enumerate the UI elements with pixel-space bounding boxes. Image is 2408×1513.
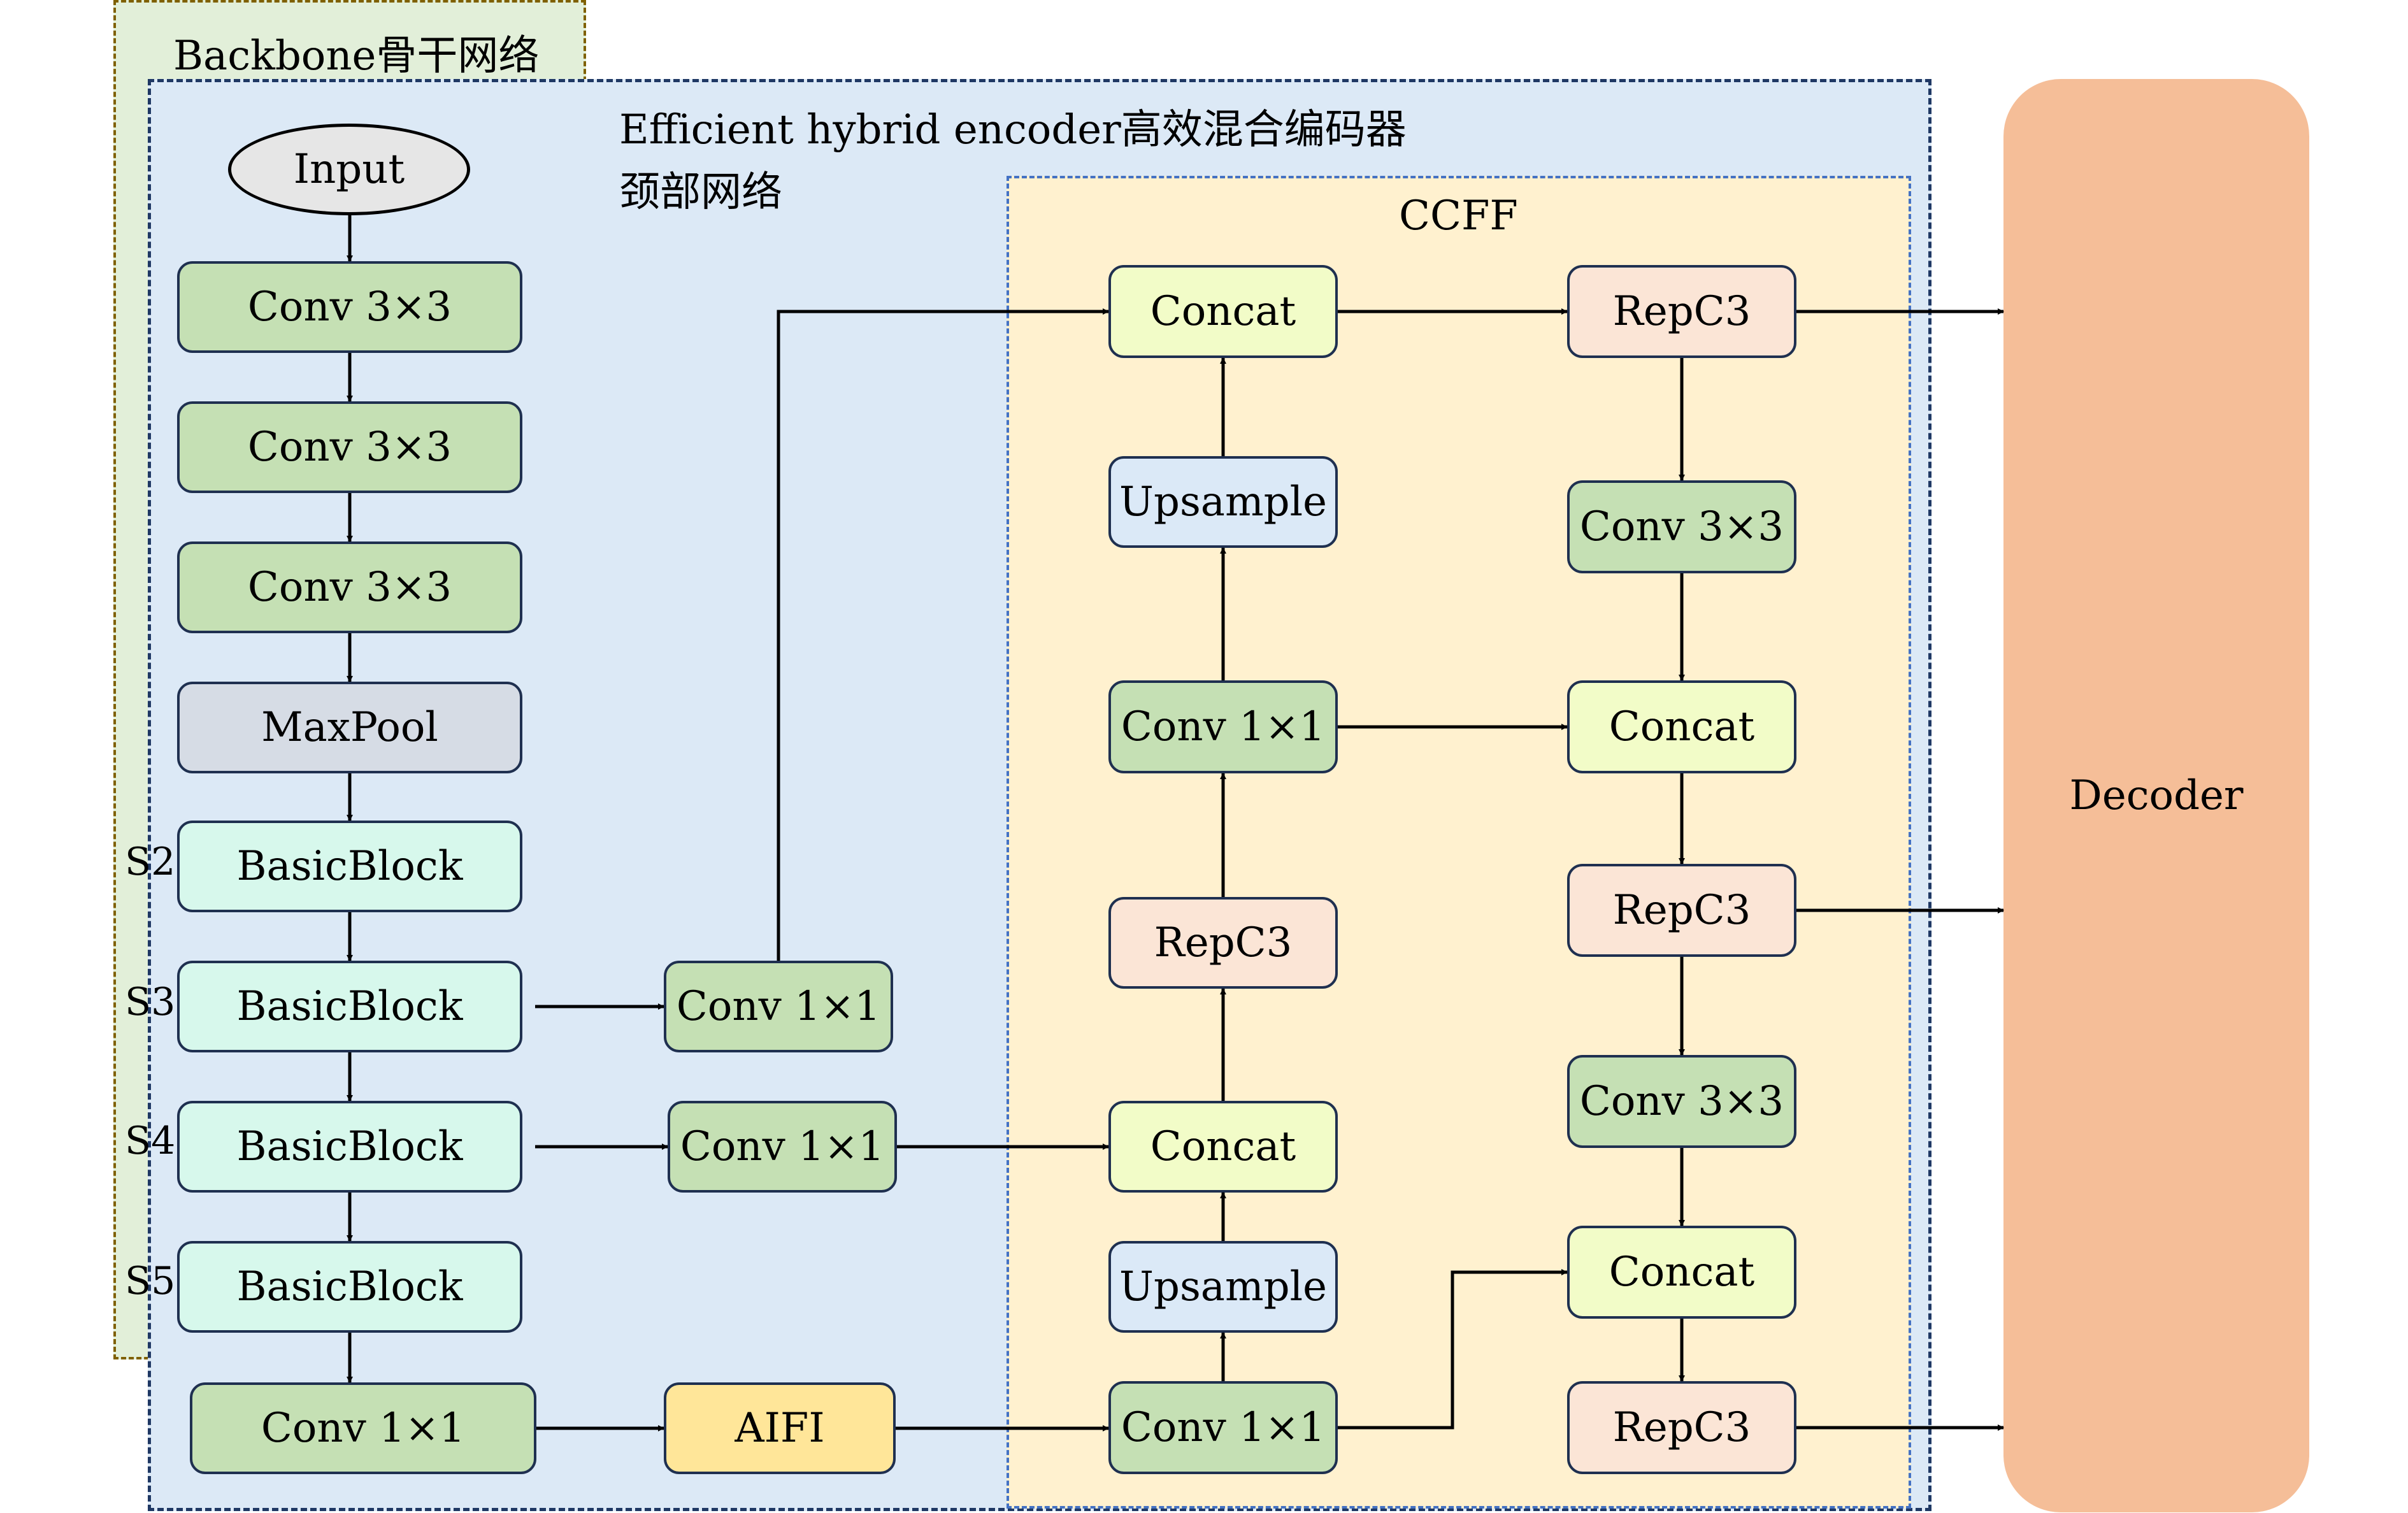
backbone-maxpool: MaxPool: [177, 682, 522, 773]
decoder-node: Decoder: [2003, 79, 2309, 1512]
encoder-conv1x1-s4: Conv 1×1: [668, 1101, 897, 1193]
backbone-conv3x3-3: Conv 3×3: [177, 541, 522, 633]
arrow-conv-bottom-concat: [1338, 1269, 1568, 1430]
encoder-conv1x1-s5: Conv 1×1: [190, 1382, 536, 1474]
ccff-title: CCFF: [1399, 192, 1518, 240]
encoder-title: Efficient hybrid encoder高效混合编码器: [619, 106, 1407, 154]
encoder-conv1x1-s3: Conv 1×1: [664, 961, 893, 1052]
ccff-repc3-top: RepC3: [1567, 265, 1796, 358]
ccff-concat-lower: Concat: [1108, 1101, 1338, 1193]
backbone-basicblock-s5: BasicBlock: [177, 1241, 522, 1333]
ccff-concat-right-mid: Concat: [1567, 680, 1796, 773]
ccff-concat-top: Concat: [1108, 265, 1338, 358]
ccff-upsample-lower: Upsample: [1108, 1241, 1338, 1333]
ccff-conv1x1-mid: Conv 1×1: [1108, 680, 1338, 773]
encoder-subtitle: 颈部网络: [619, 169, 782, 216]
backbone-basicblock-s3: BasicBlock: [177, 961, 522, 1052]
ccff-conv3x3-lower: Conv 3×3: [1567, 1055, 1796, 1148]
ccff-repc3-bottom: RepC3: [1567, 1381, 1796, 1474]
stage-label-s2: S2: [125, 840, 176, 884]
backbone-conv3x3-2: Conv 3×3: [177, 401, 522, 493]
ccff-conv1x1-bottom: Conv 1×1: [1108, 1381, 1338, 1474]
ccff-conv3x3-upper: Conv 3×3: [1567, 480, 1796, 573]
ccff-repc3-mid: RepC3: [1567, 864, 1796, 957]
ccff-upsample-top: Upsample: [1108, 456, 1338, 548]
ccff-concat-right-lower: Concat: [1567, 1226, 1796, 1319]
backbone-basicblock-s4: BasicBlock: [177, 1101, 522, 1193]
stage-label-s3: S3: [125, 980, 176, 1024]
arrow-s3-concat-top: [777, 308, 1109, 961]
backbone-title: Backbone骨干网络: [173, 32, 540, 80]
aifi-node: AIFI: [664, 1382, 896, 1474]
stage-label-s4: S4: [125, 1119, 176, 1163]
stage-label-s5: S5: [125, 1259, 176, 1303]
ccff-repc3-left: RepC3: [1108, 897, 1338, 989]
backbone-basicblock-s2: BasicBlock: [177, 821, 522, 912]
input-node: Input: [228, 124, 470, 215]
backbone-conv3x3-1: Conv 3×3: [177, 261, 522, 353]
